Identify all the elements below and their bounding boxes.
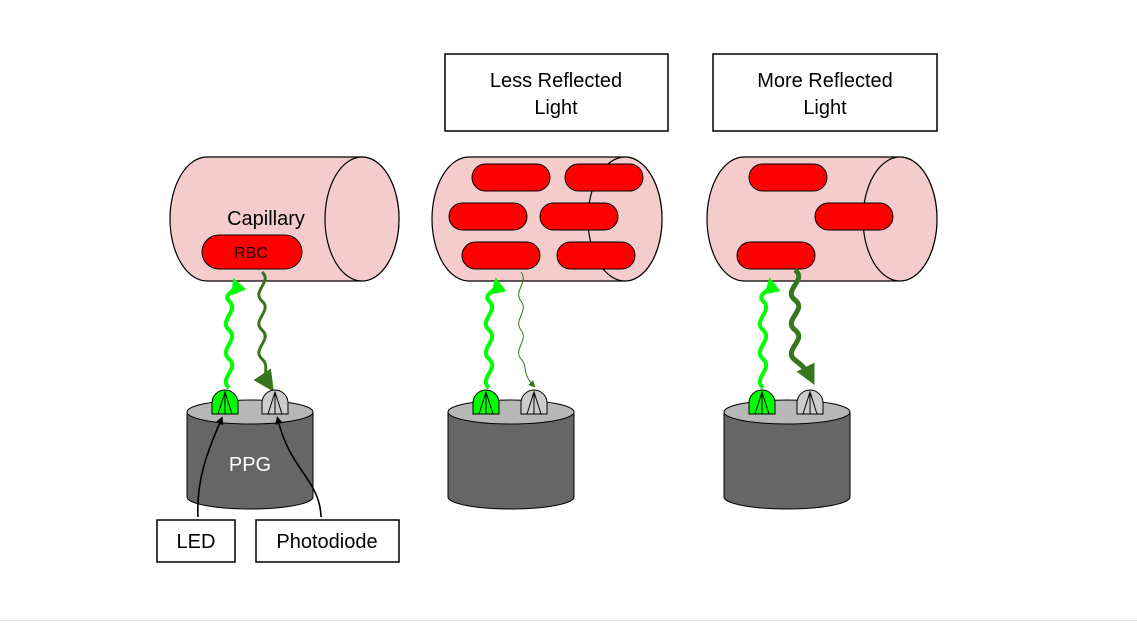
reflected-light-wave-weak — [518, 271, 536, 388]
led-label-box: LED — [156, 519, 236, 563]
reflected-light-wave-strong — [788, 268, 815, 385]
rbc-label: RBC — [234, 245, 268, 262]
rbc — [564, 163, 644, 192]
ppg-sensor-3 — [723, 399, 851, 510]
rbc-group-few — [736, 163, 894, 270]
ppg-label: PPG — [229, 454, 271, 476]
led-dome-icon — [472, 389, 500, 415]
photodiode-label: Photodiode — [276, 531, 377, 553]
led-callout-arrow — [196, 416, 224, 518]
less-reflected-line-2: Light — [534, 97, 578, 119]
panel-labeled: Capillary RBC PPG LED — [156, 156, 400, 563]
capillary-label: Capillary — [227, 208, 305, 230]
ppg-sensor-1: PPG — [186, 399, 314, 510]
photodiode-dome-icon — [520, 389, 548, 415]
rbc — [448, 202, 528, 231]
rbc — [814, 202, 894, 231]
photodiode-callout-arrow — [275, 416, 322, 518]
rbc-group-many — [448, 163, 644, 270]
rbc-labeled: RBC — [201, 234, 303, 270]
rbc — [556, 241, 636, 270]
rbc — [471, 163, 551, 192]
reflected-light-wave-1 — [253, 270, 274, 392]
less-reflected-line-1: Less Reflected — [490, 70, 622, 92]
bottom-divider — [0, 620, 1137, 621]
panel-less-reflected: Less Reflected Light — [431, 53, 669, 510]
led-dome-icon — [211, 389, 239, 415]
less-reflected-title-box: Less Reflected Light — [444, 53, 669, 132]
photodiode-label-box: Photodiode — [255, 519, 400, 563]
more-reflected-line-1: More Reflected — [757, 70, 893, 92]
incident-light-wave-3 — [757, 277, 781, 390]
more-reflected-title-box: More Reflected Light — [712, 53, 938, 132]
incident-light-wave-1 — [223, 277, 247, 390]
led-label: LED — [177, 531, 216, 553]
rbc — [736, 241, 816, 270]
rbc — [539, 202, 619, 231]
incident-light-wave-2 — [483, 277, 507, 390]
more-reflected-line-2: Light — [803, 97, 847, 119]
photodiode-dome-icon — [261, 389, 289, 415]
led-dome-icon — [748, 389, 776, 415]
ppg-sensor-2 — [447, 399, 575, 510]
photodiode-dome-icon — [796, 389, 824, 415]
rbc — [461, 241, 541, 270]
rbc — [748, 163, 828, 192]
panel-more-reflected: More Reflected Light — [706, 53, 938, 510]
